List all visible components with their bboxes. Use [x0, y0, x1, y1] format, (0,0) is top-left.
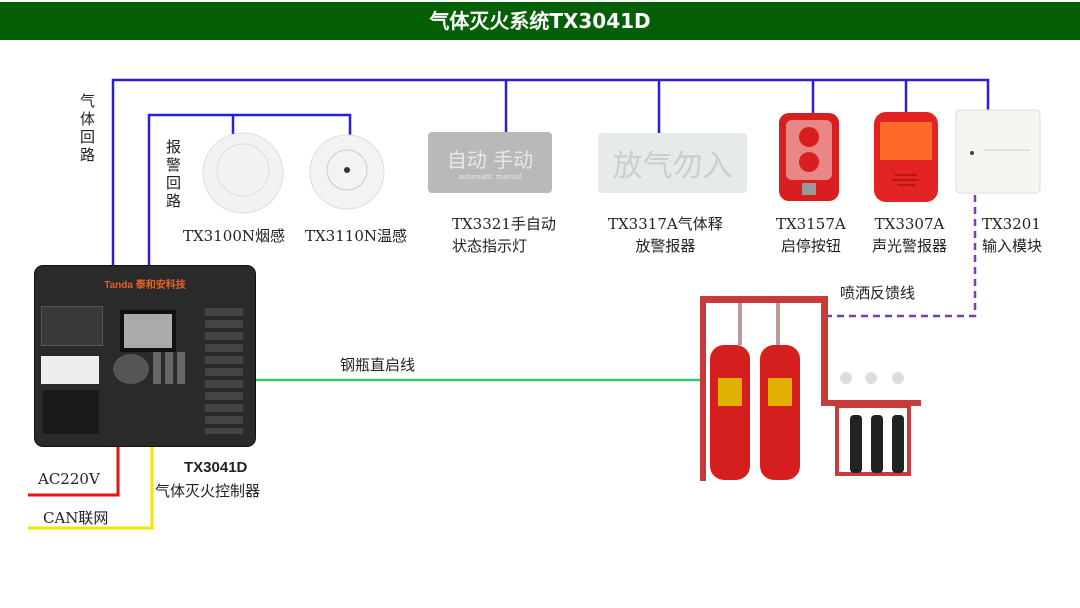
auto-manual-indicator-image: 自动 手动 automatic manual: [428, 132, 552, 193]
device-label-sounder: TX3307A 声光警报器: [872, 213, 947, 257]
gas-loop-label: 气体回路: [80, 92, 96, 164]
model: TX3157A: [776, 215, 846, 233]
input-module-image: [955, 109, 1041, 194]
model: TX3317A气体释: [608, 215, 723, 233]
device-label-button: TX3157A 启停按钮: [776, 213, 846, 257]
cylinder-start-line-label: 钢瓶直启线: [340, 356, 416, 374]
controller-model: TX3041D: [184, 459, 248, 476]
device-label-release-alarm: TX3317A气体释放警报器: [608, 213, 723, 257]
navigation-keys: [113, 354, 149, 384]
name: 放警报器: [635, 237, 696, 255]
network-label: CAN联网: [43, 509, 109, 527]
page-title: 气体灭火系统TX3041D: [0, 2, 1080, 40]
label-sticker: [41, 356, 99, 384]
smoke-detector-image: [202, 132, 284, 214]
controller-name: 气体灭火控制器: [155, 482, 261, 500]
model: TX3321手自动: [452, 215, 556, 233]
power-wire: [28, 446, 120, 497]
alarm-loop-label: 报警回路: [166, 138, 182, 210]
name: 输入模块: [982, 237, 1043, 255]
network-wire: [28, 446, 154, 530]
printer-slot: [43, 390, 99, 434]
sounder-strobe-image: [874, 112, 938, 202]
power-label: AC220V: [38, 470, 100, 488]
gas-release-alarm-image: 放气勿入: [598, 133, 747, 193]
name: 状态指示灯: [452, 237, 528, 255]
name: 启停按钮: [780, 237, 841, 255]
status-panel: [41, 306, 103, 346]
device-label-smoke: TX3100N烟感: [183, 227, 285, 245]
panel-subtext: automatic manual: [458, 173, 522, 181]
device-label-module: TX3201 输入模块: [982, 213, 1042, 257]
spray-feedback-wire: [828, 195, 977, 318]
model: TX3201: [982, 215, 1041, 233]
gas-cylinders-image: [700, 296, 921, 481]
gas-loop-wire: [111, 78, 990, 266]
model: TX3307A: [874, 215, 945, 233]
controller-brand: Tanda 泰和安科技: [35, 276, 255, 291]
brand-cn: 泰和安科技: [135, 280, 186, 291]
lcd-screen: [120, 310, 176, 352]
keypad: [153, 352, 189, 384]
function-keys: [205, 308, 243, 434]
panel-text: 自动 手动: [446, 148, 534, 172]
controller-image: Tanda 泰和安科技: [35, 266, 255, 446]
start-stop-button-image: [779, 113, 839, 201]
spray-feedback-line-label: 喷洒反馈线: [840, 284, 916, 302]
alarm-loop-wire: [147, 113, 352, 266]
brand: Tanda: [104, 280, 133, 291]
device-label-indicator: TX3321手自动状态指示灯: [452, 213, 556, 257]
device-label-heat: TX3110N温感: [305, 227, 407, 245]
name: 声光警报器: [872, 237, 948, 255]
heat-detector-image: [309, 134, 385, 210]
